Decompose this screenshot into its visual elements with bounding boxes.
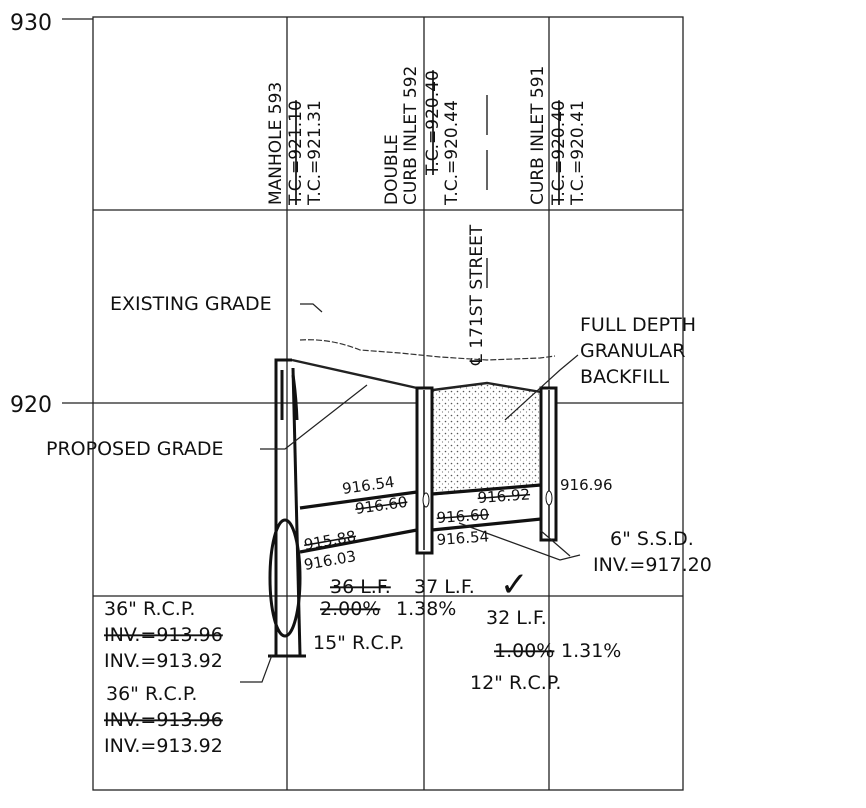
elev-916-60-bot: 916.60	[436, 505, 490, 527]
manhole-pipe-1-size: 36" R.C.P.	[104, 598, 195, 620]
double-inlet-tc-new: T.C.=920.44	[442, 100, 462, 206]
ssd-size-label: 6" S.S.D.	[610, 528, 694, 550]
curb-inlet-591-tc-new: T.C.=920.41	[568, 100, 588, 206]
profile-grid	[92, 16, 684, 791]
proposed-grade-line	[291, 358, 542, 394]
manhole-pipe-2-inv-new: INV.=913.92	[104, 735, 223, 757]
manhole-pipe-2-inv-old: INV.=913.96	[104, 709, 223, 731]
existing-grade-label: EXISTING GRADE	[110, 293, 272, 315]
backfill-label-1: FULL DEPTH	[580, 314, 696, 336]
manhole-pipe-1-inv-old: INV.=913.96	[104, 624, 223, 646]
elev-916-92: 916.92	[477, 485, 531, 507]
pipe-run-2-length: 32 L.F.	[486, 607, 547, 629]
pipe-runs	[299, 483, 542, 554]
curb-inlet-591-label: CURB INLET 591	[528, 66, 548, 205]
manhole-593-tc-old: T.C.=921.10	[286, 100, 306, 206]
manhole-593-label: MANHOLE 593	[266, 82, 286, 205]
leader-lines	[240, 303, 581, 683]
elev-916-96: 916.96	[560, 476, 613, 494]
manhole-pipe-2-size: 36" R.C.P.	[106, 683, 197, 705]
manhole-593-tc-new: T.C.=921.31	[305, 100, 325, 206]
ssd-inv-label: INV.=917.20	[593, 554, 712, 576]
pipe-run-2-slope-new: 1.31%	[561, 640, 621, 662]
pipe-run-2-size: 12" R.C.P.	[470, 672, 561, 694]
pipe-run-1-slope-new: 1.38%	[396, 598, 456, 620]
double-inlet-592-structure	[415, 386, 434, 555]
backfill-label-3: BACKFILL	[580, 366, 670, 388]
double-inlet-tc-old: T.C.=920.40	[423, 70, 443, 176]
elevation-920-label: 920	[10, 393, 52, 418]
proposed-grade-label: PROPOSED GRADE	[46, 438, 224, 460]
pipe-run-1-size: 15" R.C.P.	[313, 632, 404, 654]
curb-inlet-591-tc-old: T.C.=920.40	[549, 100, 569, 206]
pipe-run-1-slope-old: 2.00%	[320, 598, 380, 620]
granular-backfill-area	[432, 382, 542, 496]
street-centerline-label: ℄ 171ST STREET	[467, 224, 487, 366]
curb-inlet-591-structure	[539, 386, 558, 542]
double-inlet-label-2: CURB INLET 592	[401, 66, 421, 205]
existing-grade-line	[299, 339, 556, 361]
elev-916-60-top: 916.60	[354, 493, 408, 518]
elevation-930-label: 930	[10, 11, 52, 36]
double-inlet-label-1: DOUBLE	[382, 134, 402, 205]
manhole-593-structure	[268, 358, 306, 658]
elev-916-54-bot: 916.54	[436, 527, 490, 549]
pipe-run-2-slope-old: 1.00%	[494, 640, 554, 662]
pipe-run-1-length-old: 36 L.F.	[330, 576, 391, 598]
backfill-label-2: GRANULAR	[580, 340, 686, 362]
pipe-run-1-length-new: 37 L.F.	[414, 576, 475, 598]
manhole-pipe-1-inv-new: INV.=913.92	[104, 650, 223, 672]
check-mark-icon: ✓	[500, 565, 529, 605]
elev-916-54-top: 916.54	[341, 473, 395, 498]
